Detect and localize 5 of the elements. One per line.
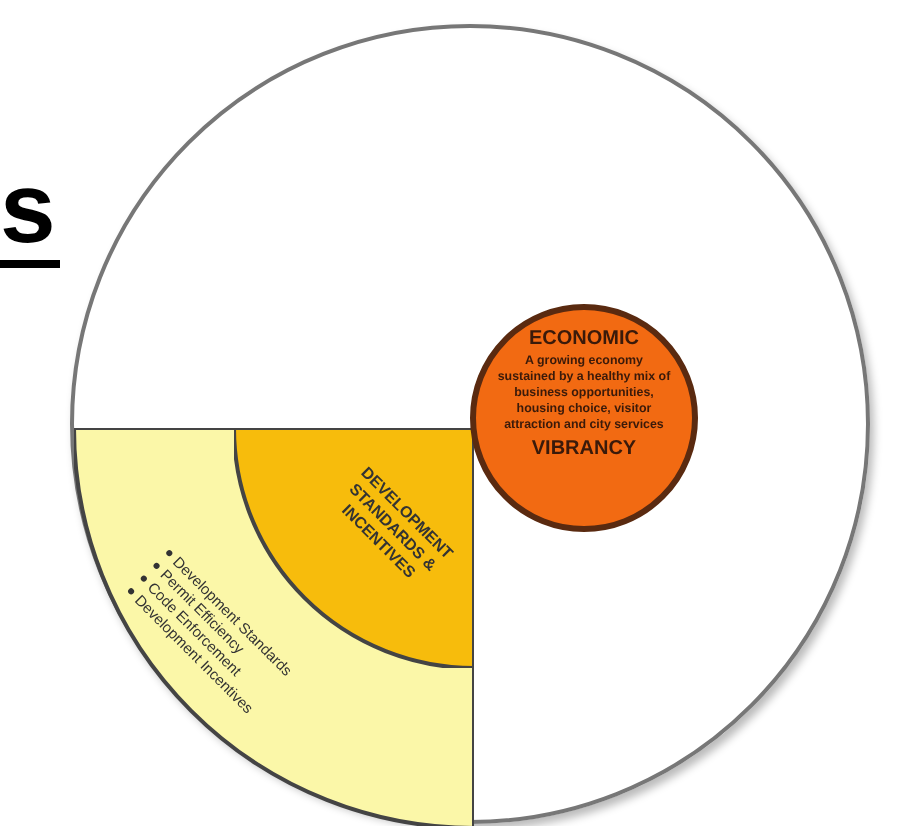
circle-heading: VIBRANCY — [529, 436, 639, 462]
outer-circle — [70, 24, 870, 824]
title-fragment: s — [0, 156, 60, 268]
quarter-sector — [74, 428, 474, 826]
circle-heading: ECONOMIC — [527, 326, 641, 352]
